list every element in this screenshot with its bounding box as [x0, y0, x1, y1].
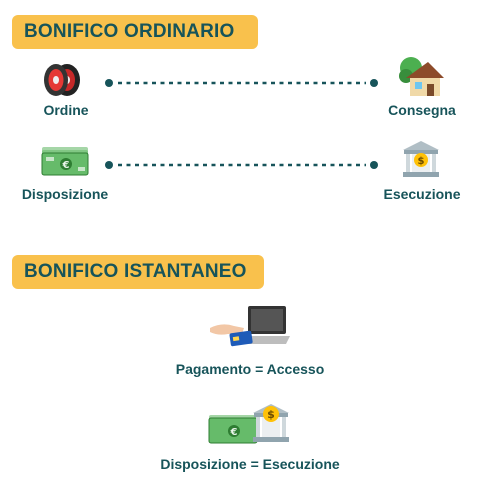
label-disposizione-esecuzione: Disposizione = Esecuzione [160, 456, 340, 472]
svg-text:$: $ [267, 408, 275, 421]
tires-icon [44, 64, 80, 96]
label-consegna: Consegna [388, 102, 456, 118]
label-ordine: Ordine [43, 102, 89, 118]
svg-text:€: € [62, 160, 70, 171]
svg-text:$: $ [418, 156, 425, 167]
svg-text:€: € [230, 427, 238, 438]
label-disposizione: Disposizione [21, 186, 109, 202]
banknotes-bank-icon: € $ [208, 404, 289, 444]
label-pagamento-accesso: Pagamento = Accesso [175, 361, 325, 377]
dotted-connector [105, 161, 378, 169]
dotted-connector [105, 79, 378, 87]
card-laptop-icon [210, 306, 290, 347]
section-title-ordinario: BONIFICO ORDINARIO [12, 15, 258, 49]
section-title-istantaneo: BONIFICO ISTANTANEO [12, 255, 264, 289]
banknotes-icon: € [41, 147, 89, 176]
bank-icon: $ [403, 141, 439, 177]
label-esecuzione: Esecuzione [383, 186, 461, 202]
house-icon [399, 57, 444, 96]
